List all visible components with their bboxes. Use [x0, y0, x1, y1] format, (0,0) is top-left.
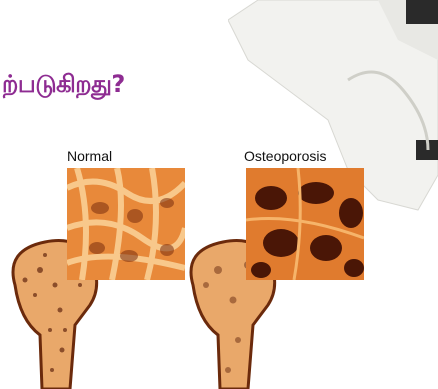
normal-microstructure-image — [67, 168, 185, 280]
osteoporosis-microstructure-image — [246, 168, 364, 280]
slide-title: ற்படுகிறது? — [2, 70, 125, 101]
normal-label: Normal — [67, 148, 112, 164]
osteoporosis-label: Osteoporosis — [244, 148, 326, 164]
